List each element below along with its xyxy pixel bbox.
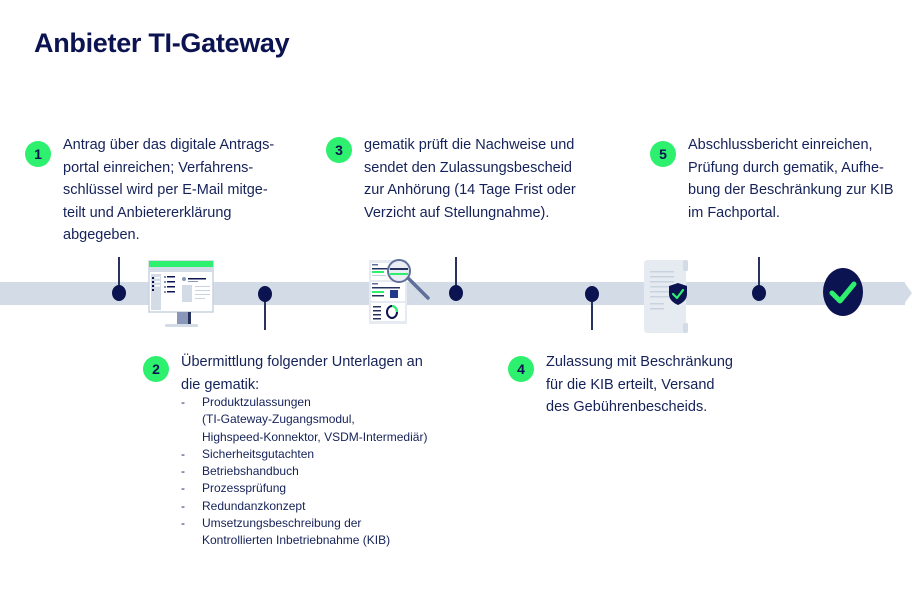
step-3-marker <box>449 285 463 301</box>
step-5-marker <box>752 285 766 301</box>
step-2-badge: 2 <box>143 356 169 382</box>
step-4-marker <box>585 286 599 302</box>
step-5-badge: 5 <box>650 141 676 167</box>
step-3-connector <box>455 257 457 287</box>
step-2-marker <box>258 286 272 302</box>
step-2-text: Übermittlung folgender Unterlagen an die… <box>181 354 423 393</box>
certificate-shield-icon <box>644 260 688 333</box>
step-5-connector <box>758 257 760 287</box>
monitor-portal-icon <box>148 260 214 327</box>
step-1-badge: 1 <box>25 141 51 167</box>
document-magnifier-icon <box>369 259 430 324</box>
step-4-connector <box>591 300 593 330</box>
step-3-text: gematik prüft die Nachweise und sendet d… <box>364 137 576 221</box>
checkmark-complete-icon <box>823 268 863 316</box>
list-item: -Produktzulassungen (TI-Gateway-Zugangsm… <box>181 395 428 444</box>
step-1-marker <box>112 285 126 301</box>
step-5-text: Abschlussbericht einreichen, Prüfung dur… <box>688 137 894 221</box>
step-3-badge: 3 <box>326 137 352 163</box>
timeline-arrow-tip <box>904 282 912 304</box>
step-4-text: Zulassung mit Beschränkung für die KIB e… <box>546 354 733 415</box>
list-item: -Prozessprüfung <box>181 481 287 496</box>
check-glyph-icon <box>829 281 857 304</box>
step-2-connector <box>264 300 266 330</box>
step-1-text: Antrag über das digitale Antrags- portal… <box>63 137 275 243</box>
step-1-connector <box>118 257 120 287</box>
step-2-document-list: -Produktzulassungen (TI-Gateway-Zugangsm… <box>181 394 441 550</box>
page-title: Anbieter TI-Gateway <box>34 28 290 58</box>
step-4-badge: 4 <box>508 356 534 382</box>
list-item: -Betriebshandbuch <box>181 464 299 479</box>
list-item: -Umsetzungsbeschreibung der Kontrolliert… <box>181 516 391 548</box>
list-item: -Redundanzkonzept <box>181 498 306 513</box>
list-item: -Sicherheitsgutachten <box>181 446 315 461</box>
